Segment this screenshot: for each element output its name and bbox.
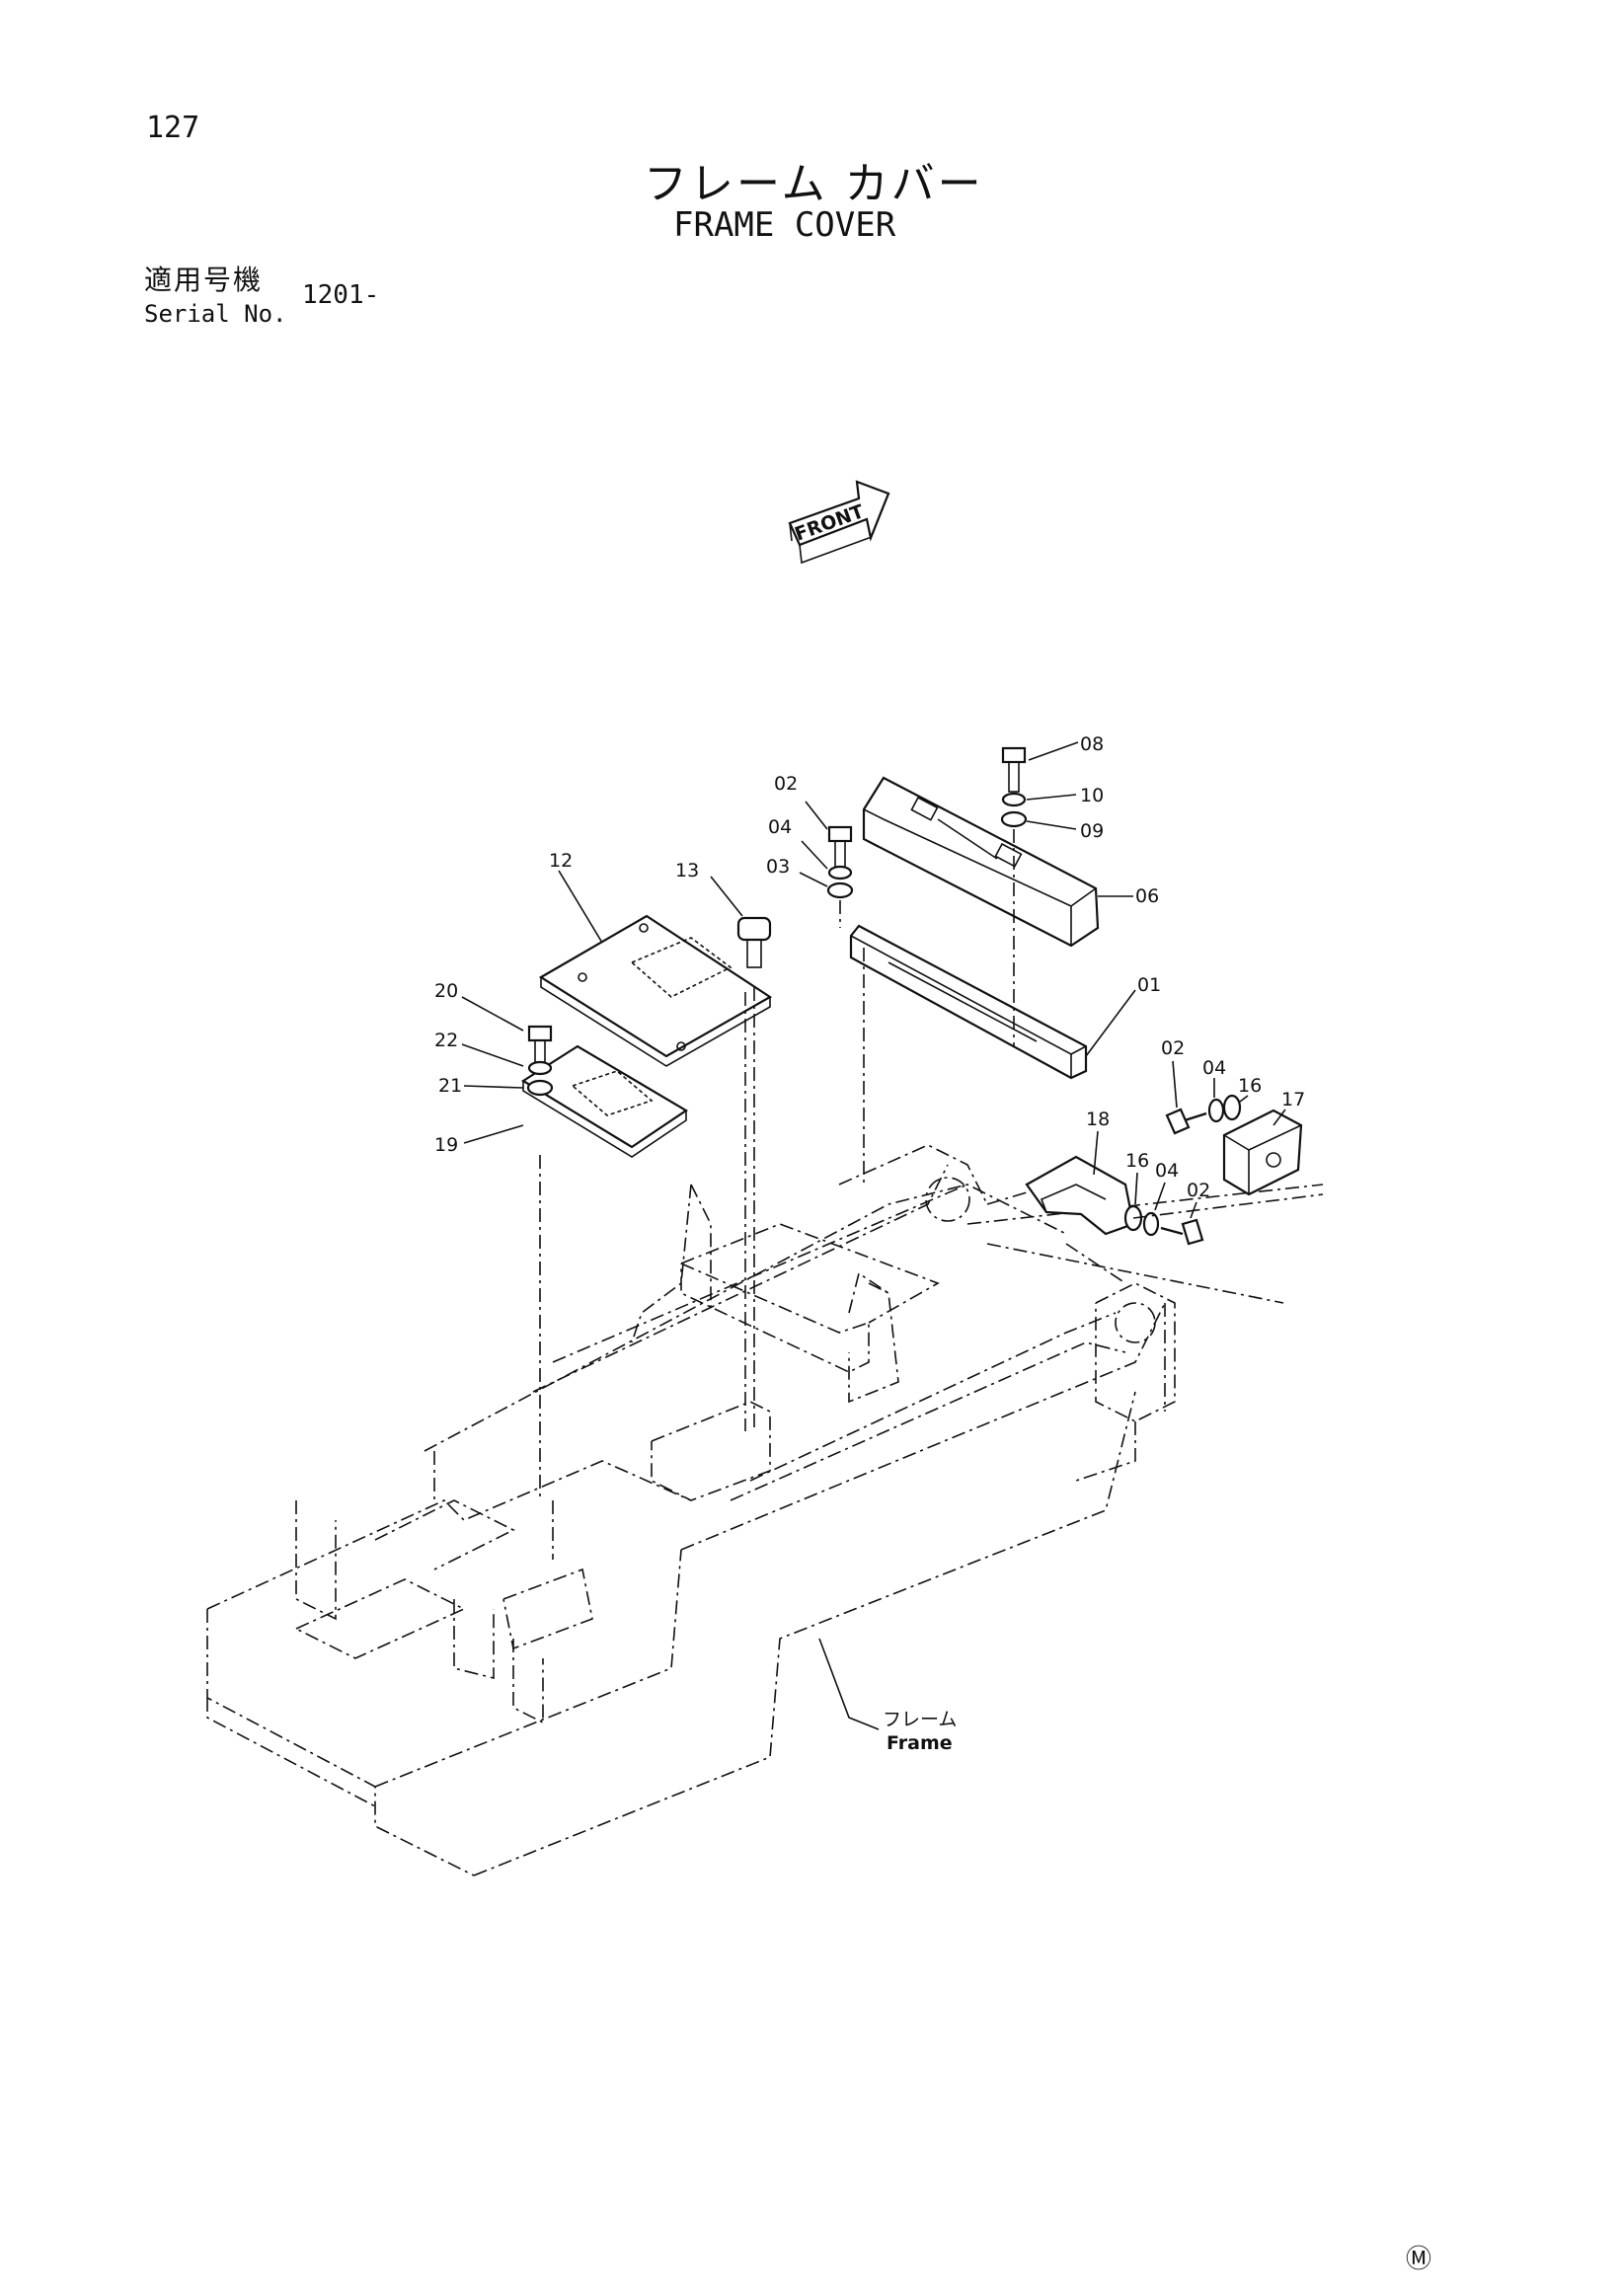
hardware [526,746,1324,1500]
front-label: FRONT [792,500,867,546]
part-number-04-right: 04 [1202,1057,1226,1079]
part-number-02-top: 02 [774,773,798,795]
serial-label: Serial No. [144,300,287,328]
part-number-02-lower: 02 [1187,1180,1210,1201]
part-number-18: 18 [1086,1109,1110,1130]
serial-value: 1201- [302,280,380,310]
part-number-16-right: 16 [1238,1075,1262,1097]
part-number-16-lower: 16 [1125,1150,1149,1172]
part-number-03: 03 [766,856,790,878]
page-title: FRAME COVER [673,205,896,245]
part-number-12: 12 [549,850,573,872]
part-18-bracket [1025,1155,1135,1236]
part-12-mesh-cover [538,914,773,1067]
part-number-09: 09 [1080,820,1104,842]
part-06-cover [862,776,1100,948]
part-01-rail [849,924,1088,1080]
serial-label-japanese: 適用号機 [144,264,264,296]
page-title-japanese: フレーム カバー [644,159,984,209]
part-number-02-right: 02 [1161,1037,1185,1059]
part-number-04-lower: 04 [1155,1160,1179,1182]
frame-label: Frame [887,1732,953,1754]
manufacturer-mark: Ⓜ [1406,2245,1432,2274]
part-number-17: 17 [1281,1089,1305,1110]
part-number-10: 10 [1080,785,1104,806]
part-number-22: 22 [434,1030,458,1051]
part-number-04-top: 04 [768,816,792,838]
part-number-13: 13 [675,860,699,881]
part-number-08: 08 [1080,733,1104,755]
frame-leader [818,1638,880,1730]
page-number: 127 [146,111,200,145]
part-number-06: 06 [1135,885,1159,907]
part-number-21: 21 [438,1075,462,1097]
part-number-19: 19 [434,1134,458,1156]
part-numbers: 08 10 09 06 02 04 03 01 12 13 20 22 21 1… [434,733,1305,1201]
part-number-20: 20 [434,980,458,1002]
frame-outline [206,1144,1324,1876]
leader-lines [461,741,1286,1219]
part-number-01: 01 [1137,974,1161,996]
frame-label-japanese: フレーム [883,1709,957,1730]
part-17-block [1222,1109,1303,1196]
front-arrow-icon: FRONT [788,480,890,565]
